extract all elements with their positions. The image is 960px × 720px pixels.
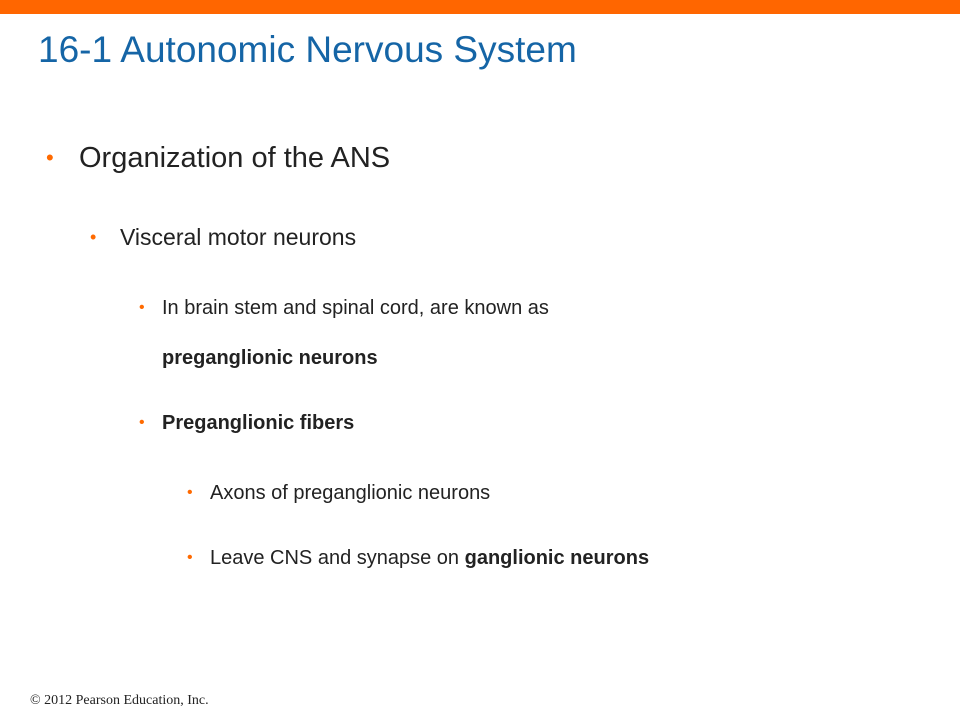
bullet-dot-icon: •: [187, 549, 193, 566]
bullet-preganglionic-fibers: • Preganglionic fibers: [139, 409, 354, 437]
bullet-dot-icon: •: [139, 299, 145, 316]
bullet-text: In brain stem and spinal cord, are known…: [162, 297, 549, 319]
bullet-dot-icon: •: [46, 145, 54, 170]
bullet-text: Organization of the ANS: [79, 142, 391, 174]
top-accent-bar: [0, 0, 960, 14]
bullet-text-bold: preganglionic neurons: [162, 347, 378, 369]
bullet-text-prefix: Leave CNS and synapse on: [210, 547, 465, 569]
bullet-leave-cns: • Leave CNS and synapse on ganglionic ne…: [187, 544, 649, 572]
bullet-visceral-motor-neurons: • Visceral motor neurons: [90, 221, 356, 253]
bullet-brain-stem: • In brain stem and spinal cord, are kno…: [139, 294, 549, 372]
slide-title: 16-1 Autonomic Nervous System: [38, 29, 577, 70]
bullet-text-bold: Preganglionic fibers: [162, 412, 355, 434]
copyright-notice: © 2012 Pearson Education, Inc.: [30, 693, 209, 708]
bullet-dot-icon: •: [139, 414, 145, 431]
bullet-text: Visceral motor neurons: [120, 224, 357, 250]
bullet-dot-icon: •: [187, 484, 193, 501]
bullet-dot-icon: •: [90, 227, 97, 247]
bullet-axons: • Axons of preganglionic neurons: [187, 479, 490, 507]
bullet-text: Axons of preganglionic neurons: [210, 482, 491, 504]
bullet-text: Leave CNS and synapse on ganglionic neur…: [210, 547, 649, 569]
bullet-organization: • Organization of the ANS: [46, 138, 390, 178]
bullet-text-bold: ganglionic neurons: [464, 547, 650, 569]
